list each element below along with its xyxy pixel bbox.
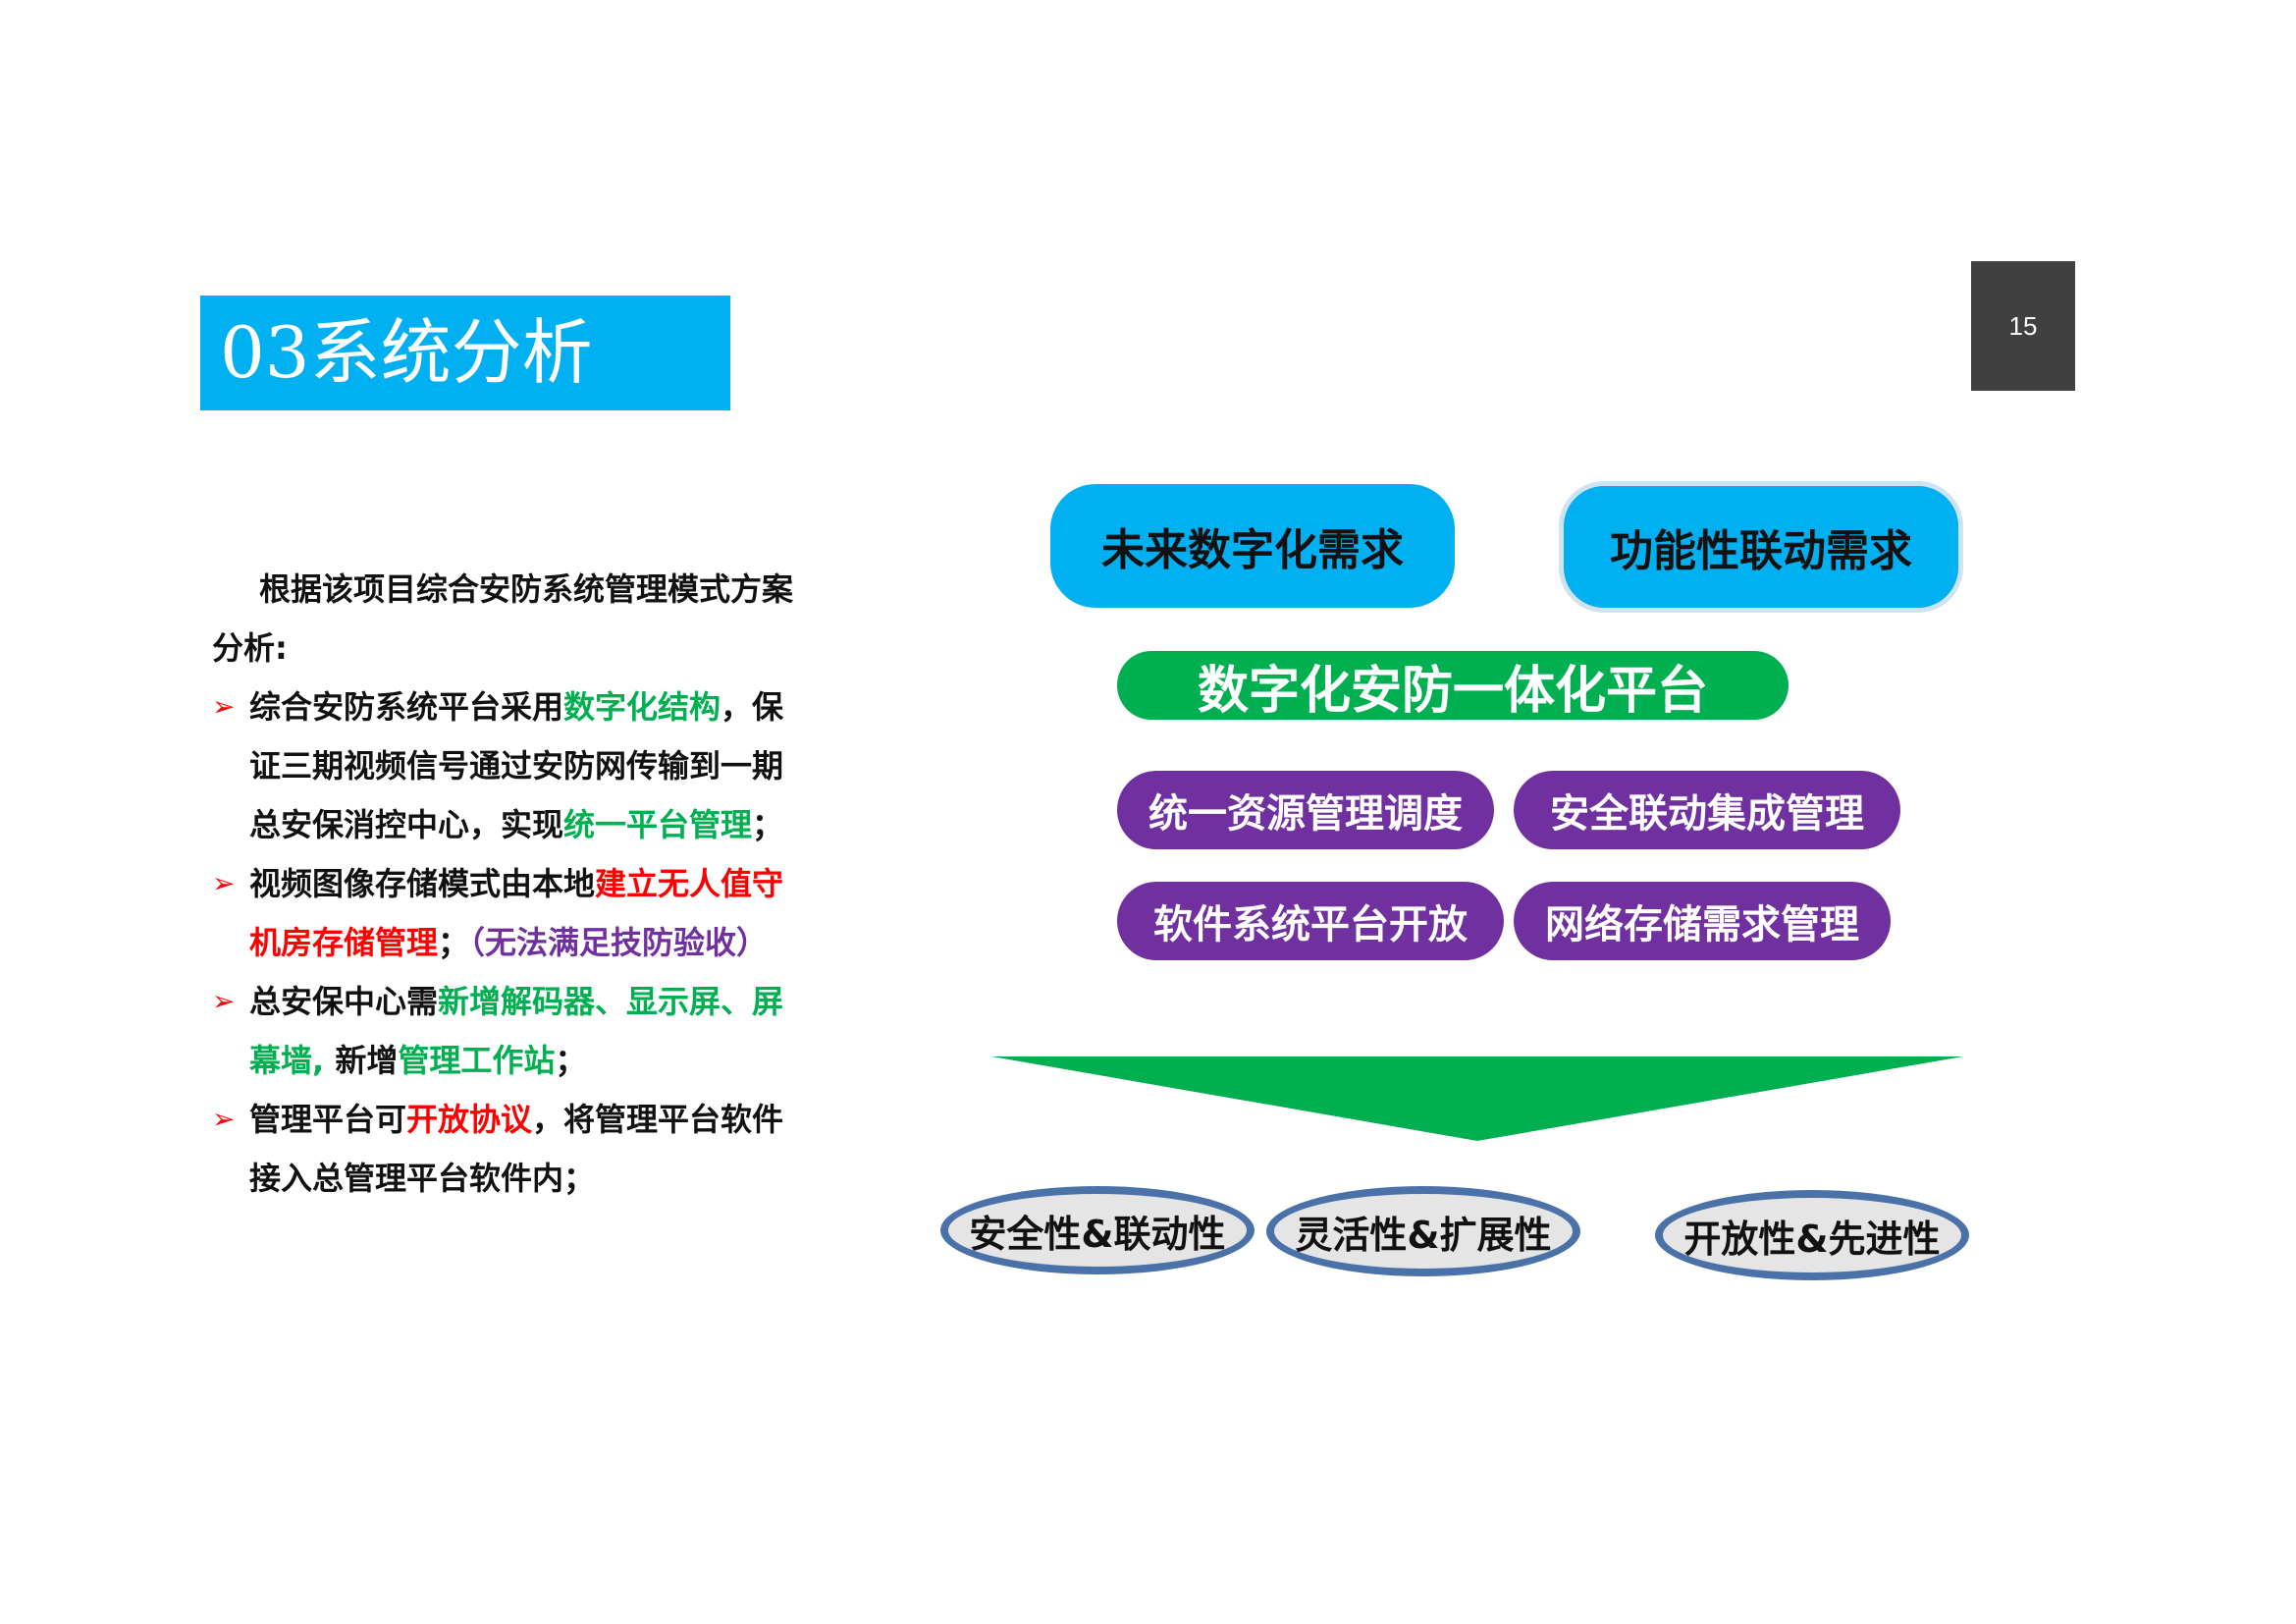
text-run: ，将管理平台软件 — [532, 1101, 784, 1138]
module-software-open: 软件系统平台开放 — [1117, 882, 1504, 960]
text-run: 管理平台可 — [249, 1101, 407, 1138]
text-run: 接入总管理平台软件内； — [249, 1160, 596, 1197]
highlight-green: 新增解码器、显示屏、屏 — [438, 983, 784, 1020]
module-network-storage: 网络存储需求管理 — [1514, 882, 1891, 960]
text-run: 总安保中心需 — [249, 983, 439, 1020]
bullet-1-line-2: 证三期视频信号通过安防网传输到一期 — [249, 746, 783, 785]
page-number-badge: 15 — [1971, 261, 2075, 391]
highlight-red: 开放协议 — [406, 1101, 533, 1138]
bullet-1-line-3: 总安保消控中心，实现统一平台管理； — [249, 805, 783, 844]
section-title: 03系统分析 — [200, 296, 730, 410]
text-run: ； — [752, 806, 784, 843]
text-run: 总安保消控中心，实现 — [249, 806, 564, 843]
bullet-3-line-1: 总安保中心需新增解码器、显示屏、屏 — [249, 982, 783, 1021]
module-security-linkage: 安全联动集成管理 — [1514, 771, 1900, 849]
highlight-red: 建立无人值守 — [595, 865, 784, 902]
bullet-3-line-2: 幕墙, 新增管理工作站； — [249, 1041, 586, 1080]
outcome-openness-advancement: 开放性&先进性 — [1655, 1190, 1969, 1280]
bullet-4-line-2: 接入总管理平台软件内； — [249, 1159, 595, 1198]
future-digital-demand-box: 未来数字化需求 — [1050, 484, 1455, 608]
highlight-purple: （无法满足技防验收） — [469, 924, 769, 961]
arrow-bullet-icon: ➢ — [212, 985, 236, 1017]
arrow-bullet-icon: ➢ — [212, 867, 236, 899]
text-run: 新增 — [324, 1042, 399, 1079]
highlight-green: 管理工作站 — [398, 1042, 556, 1079]
bullet-2-line-2: 机房存储管理；（无法满足技防验收） — [249, 923, 768, 962]
outcome-security-linkage: 安全性&联动性 — [940, 1186, 1255, 1274]
outcome-flexibility-scalability: 灵活性&扩展性 — [1266, 1186, 1580, 1276]
module-unified-resource: 统一资源管理调度 — [1117, 771, 1494, 849]
highlight-green: 统一平台管理 — [563, 806, 753, 843]
text-run: 证三期视频信号通过安防网传输到一期 — [249, 747, 784, 785]
text-run: 视频图像存储模式由本地 — [249, 865, 596, 902]
text-run: ，保 — [721, 688, 784, 726]
arrow-bullet-icon: ➢ — [212, 690, 236, 723]
intro-line-2: 分析: — [212, 629, 288, 667]
text-run: 综合安防系统平台采用 — [249, 688, 564, 726]
arrow-shape — [991, 1056, 1963, 1141]
integrated-platform-bar: 数字化安防一体化平台 — [1117, 651, 1789, 721]
text-run: ； — [438, 924, 470, 961]
arrow-bullet-icon: ➢ — [212, 1103, 236, 1135]
highlight-green: 数字化结构 — [563, 688, 721, 726]
highlight-red: 机房存储管理 — [249, 924, 439, 961]
bullet-1-line-1: 综合安防系统平台采用数字化结构，保 — [249, 687, 783, 727]
highlight-green: 幕墙, — [249, 1042, 325, 1079]
down-arrow-triangle — [991, 1056, 1963, 1141]
text-run: ； — [555, 1042, 587, 1079]
bullet-4-line-1: 管理平台可开放协议，将管理平台软件 — [249, 1100, 783, 1139]
functional-linkage-demand-box: 功能性联动需求 — [1559, 481, 1963, 613]
intro-line-1: 根据该项目综合安防系统管理模式方案 — [259, 570, 794, 608]
bullet-2-line-1: 视频图像存储模式由本地建立无人值守 — [249, 864, 783, 903]
